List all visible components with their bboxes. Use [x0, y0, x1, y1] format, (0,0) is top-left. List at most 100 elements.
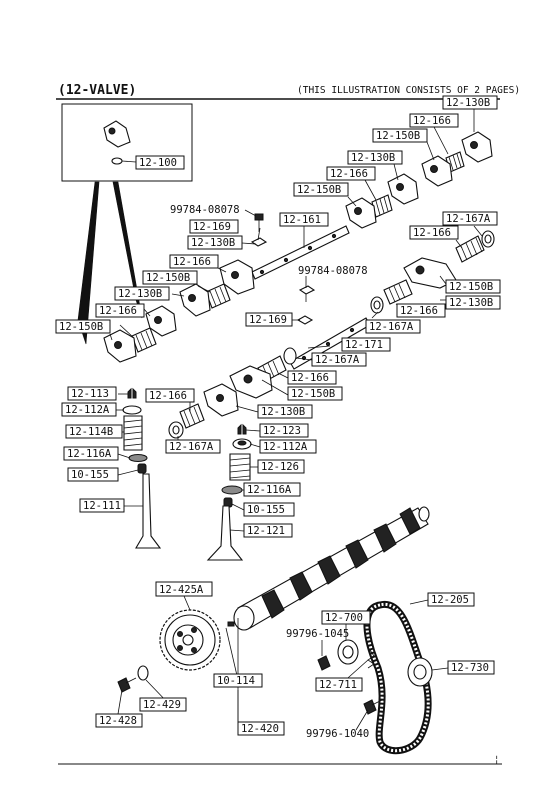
callout-c52: 12-428: [95, 713, 143, 728]
callout-c12: 12-166: [169, 254, 219, 269]
svg-text:12-150B: 12-150B: [297, 184, 341, 196]
svg-text:12-114B: 12-114B: [69, 426, 113, 438]
spring-167a-left: [168, 421, 184, 439]
svg-text:12-167A: 12-167A: [315, 354, 360, 366]
camshaft: [233, 506, 430, 631]
rocker-spring-right-2: [383, 279, 413, 305]
callout-c30: 12-112A: [61, 402, 117, 417]
callout-c09: 12-169: [189, 219, 239, 234]
svg-text:12-166: 12-166: [413, 115, 451, 127]
valve-keepers-right: [237, 423, 247, 435]
callout-c41: 12-111: [79, 498, 125, 513]
pulley-washer: [137, 665, 149, 681]
intake-valve: [135, 473, 162, 549]
callout-c01: 12-130B: [442, 95, 498, 110]
callout-c53: 12-420: [237, 721, 285, 736]
svg-text:12-425A: 12-425A: [159, 584, 204, 596]
callout-c21: 99784-08078: [298, 265, 368, 277]
svg-text:12-166: 12-166: [149, 390, 187, 402]
rocker-arm-mid-4: [103, 329, 137, 363]
rocker-arm-upper-3: [387, 173, 419, 205]
callout-c18: 12-166: [409, 225, 459, 240]
svg-text:12-166: 12-166: [99, 305, 137, 317]
callout-c19: 12-150B: [445, 279, 501, 294]
valve-retainer-left: [122, 405, 142, 415]
svg-text:12-150B: 12-150B: [449, 281, 493, 293]
callout-c17: 12-167A: [442, 211, 498, 226]
callout-c13: 12-150B: [142, 270, 198, 285]
belt-tensioner: [337, 639, 359, 665]
upper-rocker-shaft: [251, 225, 350, 280]
callout-c16: 12-150B: [55, 319, 111, 334]
rocker-spring-low-2: [179, 403, 205, 429]
callout-c05: 12-166: [326, 166, 376, 181]
callout-c08: 99784-08078: [170, 204, 240, 216]
spring-seat-left: [128, 454, 148, 462]
spring-167a-top: [481, 230, 495, 248]
camshaft-dowel-pin: [227, 621, 235, 627]
callout-c15: 12-166: [95, 303, 145, 318]
rocker-spring-mid-1: [205, 283, 231, 309]
svg-text:12-111: 12-111: [83, 500, 121, 512]
svg-text:12-700: 12-700: [325, 612, 363, 624]
svg-text:12-161: 12-161: [283, 214, 321, 226]
callout-c38: 10-155: [67, 467, 119, 482]
rocker-arm-mid-1: [219, 259, 255, 295]
callout-c32: 12-130B: [257, 404, 313, 419]
svg-text:12-130B: 12-130B: [351, 152, 395, 164]
pulley-bolt: [117, 677, 137, 693]
svg-text:12-730: 12-730: [451, 662, 489, 674]
exhaust-valve: [206, 505, 244, 561]
rocker-arm-low: [229, 365, 273, 399]
svg-text:12-167A: 12-167A: [369, 321, 414, 333]
svg-text:12-167A: 12-167A: [169, 441, 214, 453]
callout-c06: 12-150B: [293, 182, 349, 197]
callout-c36: 12-112A: [259, 439, 317, 454]
svg-text:12-166: 12-166: [413, 227, 451, 239]
svg-text:10-114: 10-114: [217, 675, 255, 687]
inset-funnel-lines: [77, 181, 143, 345]
svg-text:12-100: 12-100: [139, 157, 177, 169]
callout-c20: 12-130B: [445, 295, 501, 310]
callout-c50: 10-114: [213, 673, 263, 688]
idler-pulley: [407, 657, 433, 687]
callout-c43: 12-121: [243, 523, 293, 538]
callout-c26: 12-167A: [311, 352, 367, 367]
svg-text:12-112A: 12-112A: [65, 404, 110, 416]
svg-text:99784-08078: 99784-08078: [170, 204, 240, 216]
callout-c22: 12-166: [396, 303, 446, 318]
valve-keepers-left: [127, 387, 137, 399]
svg-text:12-166: 12-166: [330, 168, 368, 180]
svg-text:12-130B: 12-130B: [446, 97, 490, 109]
svg-text:12-420: 12-420: [241, 723, 279, 735]
valve-spring-left: [123, 415, 143, 451]
svg-text:12-126: 12-126: [261, 461, 299, 473]
rocker-arm-upper-2: [421, 155, 453, 187]
callout-c04: 12-130B: [347, 150, 403, 165]
rocker-spring-mid-2: [131, 327, 157, 353]
spring-167a-low: [283, 347, 297, 365]
callout-c02: 12-166: [409, 113, 459, 128]
svg-text:99784-08078: 99784-08078: [298, 265, 368, 277]
callout-c25: 12-171: [341, 337, 391, 352]
callout-c03: 12-150B: [372, 128, 428, 143]
svg-text:12-150B: 12-150B: [376, 130, 420, 142]
svg-text:10-155: 10-155: [247, 504, 285, 516]
svg-text:12-428: 12-428: [99, 715, 137, 727]
leader-lines: [109, 108, 483, 731]
callout-c31: 12-166: [145, 388, 195, 403]
rocker-spring-upper-2: [371, 194, 393, 218]
idler-bolt: [363, 699, 383, 715]
rocker-arm-mid-2: [179, 283, 211, 317]
valve-seal-left: [137, 463, 147, 474]
svg-text:12-130B: 12-130B: [118, 288, 162, 300]
page-marker: ¦: [494, 755, 499, 765]
callout-c23: 12-169: [245, 312, 293, 327]
svg-text:12-167A: 12-167A: [446, 213, 491, 225]
svg-text:12-150B: 12-150B: [146, 272, 190, 284]
camshaft-pulley: [159, 609, 221, 671]
svg-text:99796-1045: 99796-1045: [286, 628, 349, 640]
callout-c10: 12-161: [279, 212, 329, 227]
svg-text:12-169: 12-169: [193, 221, 231, 233]
svg-text:12-171: 12-171: [345, 339, 383, 351]
